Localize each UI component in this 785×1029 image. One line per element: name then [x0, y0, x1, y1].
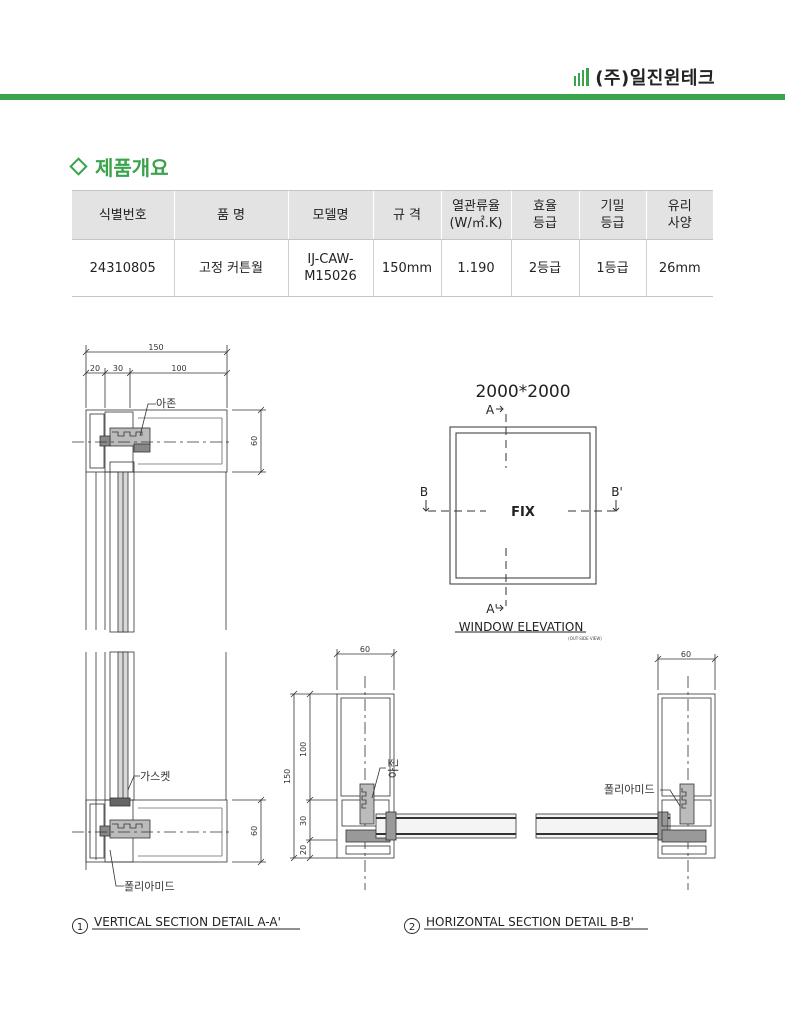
elevation-size: 2000*2000 [475, 382, 570, 402]
vertical-section-drawing [72, 345, 266, 887]
table-row: 24310805 고정 커튼월 IJ-CAW- M15026 150mm 1.1… [72, 239, 713, 297]
table-cell: 1등급 [578, 239, 646, 297]
table-cell: 26mm [645, 239, 713, 297]
label-azon-horizontal: 아존 [387, 758, 400, 778]
elevation-fix: FIX [511, 505, 535, 520]
dim-150-vertical: 150 [283, 769, 292, 784]
company-name: (주)일진윈테크 [595, 68, 715, 89]
caption-vertical: 1 VERTICAL SECTION DETAIL A-A' [72, 915, 300, 934]
dim-30-vertical: 30 [299, 816, 308, 826]
dim-20-vertical: 20 [299, 845, 308, 855]
page-header: (주)일진윈테크 [0, 0, 785, 100]
col-header: 식별번호 [72, 190, 174, 240]
caption-vertical-text: VERTICAL SECTION DETAIL A-A' [94, 915, 281, 929]
col-header: 품 명 [173, 190, 288, 240]
col-header: 규 격 [372, 190, 441, 240]
section-title: 제품개요 [69, 152, 169, 181]
col-header: 열관류율 (W/㎡.K) [440, 190, 511, 240]
elevation-label-a: A [486, 403, 495, 417]
dim-60-top: 60 [250, 436, 259, 446]
section-title-text: 제품개요 [95, 156, 169, 180]
label-gasket: 가스켓 [140, 770, 170, 783]
table-cell: 1.190 [440, 239, 511, 297]
horizontal-section-drawing [290, 649, 719, 890]
elevation-label-a-prime: A' [486, 602, 498, 616]
label-polyamide-horizontal: 폴리아미드 [604, 783, 655, 796]
table-cell: IJ-CAW- M15026 [287, 239, 373, 297]
dim-100: 100 [171, 364, 186, 373]
table-cell: 150mm [372, 239, 441, 297]
dim-30: 30 [113, 364, 123, 373]
table-cell: 24310805 [72, 239, 174, 297]
spec-table: 식별번호 품 명 모델명 규 격 열관류율 (W/㎡.K) 효율 등급 기밀 등… [72, 190, 713, 297]
col-header: 효율 등급 [510, 190, 579, 240]
dim-20: 20 [90, 364, 100, 373]
col-header: 기밀 등급 [578, 190, 646, 240]
logo-mark-icon [574, 68, 590, 86]
dim-100-vertical: 100 [299, 742, 308, 757]
caption-horizontal: 2 HORIZONTAL SECTION DETAIL B-B' [404, 915, 648, 934]
elevation-sub-caption: (OUT-SIDE VIEW) [568, 636, 602, 641]
header-divider [0, 94, 785, 100]
table-cell: 고정 커튼월 [173, 239, 288, 297]
col-header: 유리 사양 [645, 190, 713, 240]
table-header-row: 식별번호 품 명 모델명 규 격 열관류율 (W/㎡.K) 효율 등급 기밀 등… [72, 190, 713, 240]
elevation-caption: WINDOW ELEVATION [459, 620, 584, 634]
elevation-label-b: B [420, 485, 428, 499]
caption-number-2: 2 [409, 922, 415, 933]
label-polyamide: 폴리아미드 [124, 880, 175, 893]
dim-60-bottom: 60 [250, 826, 259, 836]
dim-left-width: 60 [360, 645, 370, 654]
dim-right-width: 60 [681, 650, 691, 659]
caption-horizontal-text: HORIZONTAL SECTION DETAIL B-B' [426, 915, 634, 929]
company-logo: (주)일진윈테크 [574, 64, 715, 90]
label-azon: 아존 [156, 397, 176, 410]
dim-150: 150 [148, 343, 163, 352]
col-header: 모델명 [287, 190, 373, 240]
elevation-label-b-prime: B' [611, 485, 623, 499]
window-elevation-drawing [422, 405, 620, 633]
caption-number-1: 1 [77, 922, 83, 933]
table-cell: 2등급 [510, 239, 579, 297]
